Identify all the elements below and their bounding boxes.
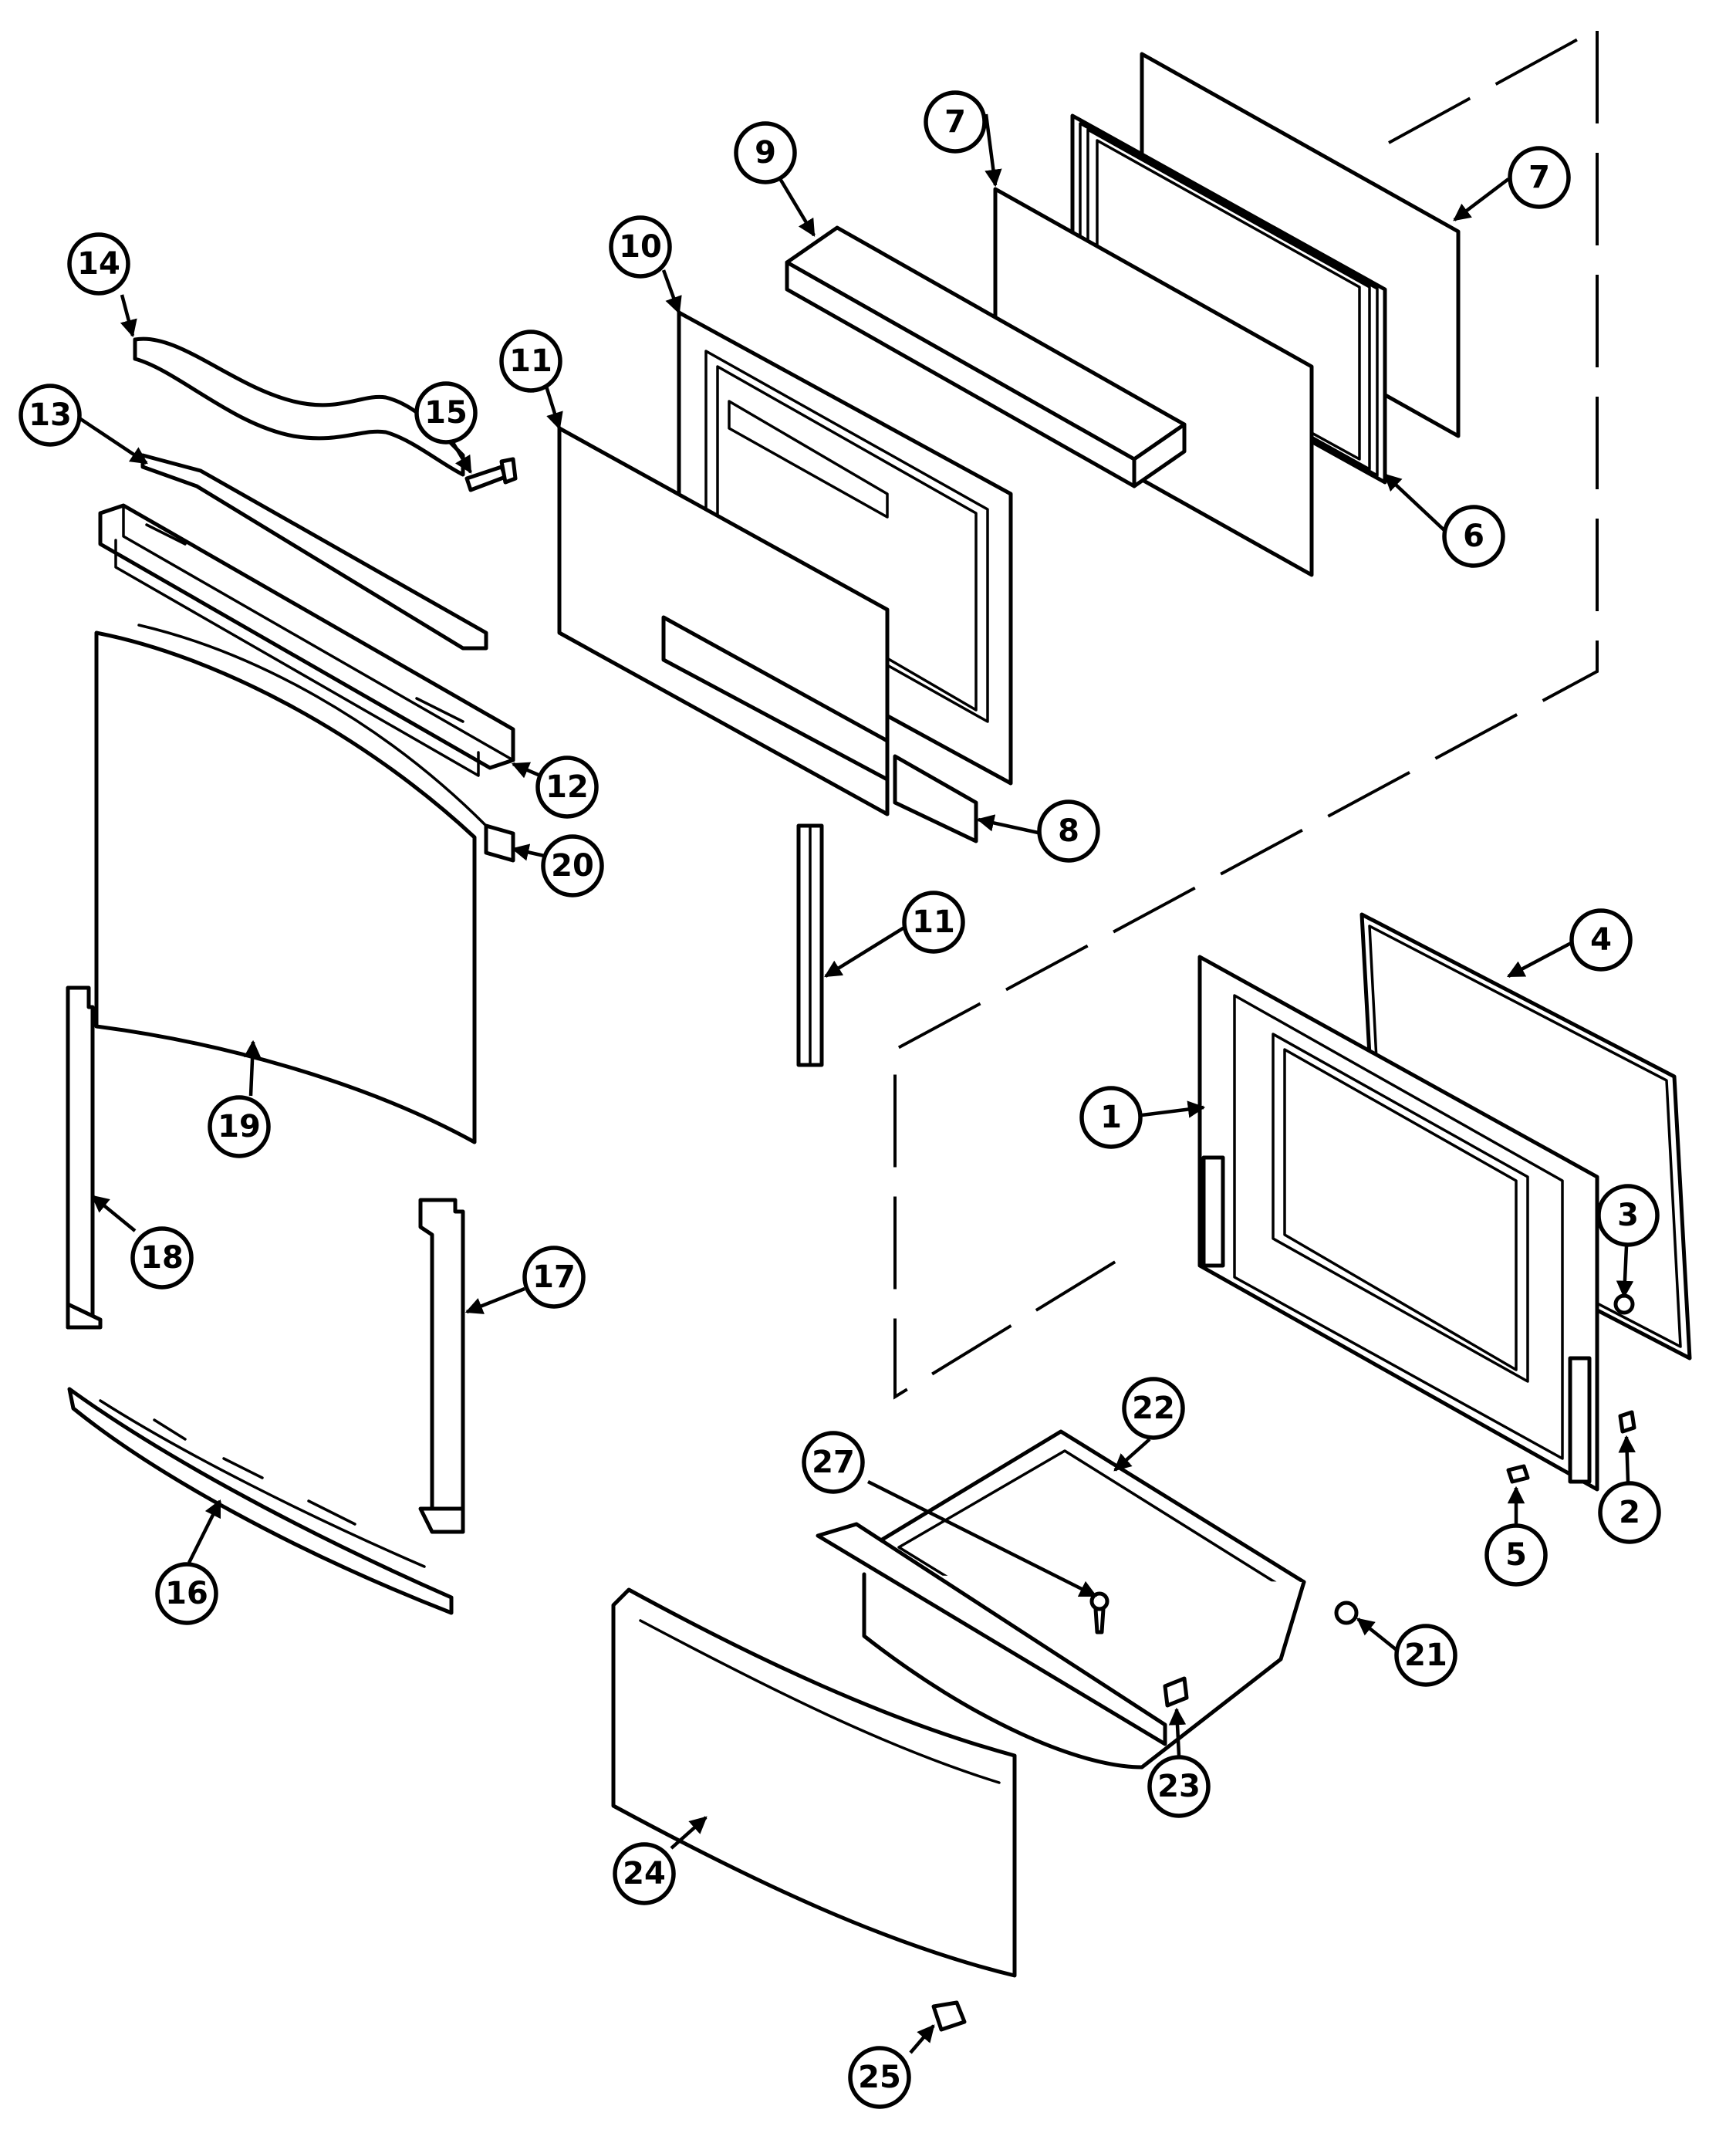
callout-14: 13 — [19, 384, 82, 447]
callout-16: 15 — [414, 381, 478, 445]
svg-text:6: 6 — [1463, 519, 1484, 554]
svg-text:21: 21 — [1404, 1638, 1447, 1673]
callout-11: 11 — [499, 330, 562, 393]
part-door-handle — [133, 336, 465, 477]
part-bumper-3 — [1613, 1293, 1635, 1315]
callout-17: 16 — [155, 1562, 218, 1625]
svg-text:2: 2 — [1619, 1495, 1640, 1530]
callout-27: 27 — [802, 1431, 865, 1494]
svg-text:24: 24 — [623, 1856, 666, 1891]
svg-text:10: 10 — [619, 229, 662, 265]
callout-18: 17 — [522, 1246, 586, 1309]
part-door-trim — [661, 615, 978, 843]
callout-24: 23 — [1147, 1755, 1211, 1818]
part-screw-22 — [1334, 1601, 1359, 1625]
svg-text:14: 14 — [77, 246, 120, 282]
part-leveler-26 — [931, 2000, 967, 2032]
svg-text:11: 11 — [912, 904, 955, 940]
part-screw-16 — [464, 457, 518, 492]
svg-text:4: 4 — [1590, 922, 1612, 958]
svg-text:25: 25 — [858, 2060, 901, 2095]
callout-3: 3 — [1596, 1184, 1660, 1247]
callout-26: 25 — [848, 2046, 911, 2109]
callout-10: 10 — [609, 215, 672, 279]
callout-8: 8 — [1037, 799, 1100, 863]
callout-23: 22 — [1122, 1377, 1185, 1440]
part-bottom-trim — [67, 1387, 454, 1615]
callout-9: 9 — [734, 121, 797, 184]
svg-text:7: 7 — [1528, 160, 1550, 195]
callout-7a: 7 — [924, 90, 987, 154]
svg-text:15: 15 — [424, 395, 468, 431]
svg-text:13: 13 — [29, 397, 72, 433]
part-control-panel — [98, 503, 515, 777]
svg-text:19: 19 — [218, 1109, 261, 1144]
callout-25: 24 — [613, 1842, 676, 1905]
part-right-side-trim — [418, 1198, 465, 1534]
part-door-side-trim — [796, 823, 824, 1067]
callout-5: 5 — [1484, 1523, 1548, 1587]
callout-6: 6 — [1442, 505, 1505, 568]
svg-text:3: 3 — [1617, 1198, 1639, 1233]
callout-22: 21 — [1394, 1624, 1457, 1687]
svg-text:9: 9 — [755, 135, 776, 171]
part-clip-2 — [1618, 1410, 1636, 1434]
svg-text:23: 23 — [1157, 1769, 1201, 1804]
svg-text:16: 16 — [165, 1576, 208, 1611]
callout-21: 20 — [541, 834, 604, 897]
part-door-frame — [1197, 955, 1599, 1492]
leader-lines — [76, 113, 1636, 2054]
svg-text:20: 20 — [551, 848, 594, 884]
part-screw-27 — [1089, 1591, 1109, 1634]
callout-20: 19 — [208, 1095, 271, 1158]
part-outer-door-panel — [94, 624, 488, 1144]
svg-text:1: 1 — [1100, 1100, 1122, 1135]
svg-text:7: 7 — [944, 104, 966, 140]
callout-7b: 7 — [1508, 146, 1571, 209]
part-left-side-trim — [66, 985, 103, 1330]
callout-2: 2 — [1598, 1481, 1661, 1544]
callout-15: 14 — [67, 232, 130, 296]
part-vent-trim — [140, 453, 488, 651]
part-insulation — [785, 225, 1187, 488]
svg-text:11: 11 — [509, 343, 552, 379]
part-drawer-tray — [816, 1429, 1306, 1770]
svg-text:18: 18 — [140, 1240, 184, 1276]
callout-13: 12 — [535, 756, 599, 819]
callout-12: 11 — [902, 891, 965, 954]
svg-text:27: 27 — [812, 1445, 855, 1480]
part-spacer-5 — [1506, 1464, 1530, 1484]
callout-19: 18 — [130, 1226, 194, 1290]
callout-1: 1 — [1079, 1086, 1143, 1149]
svg-text:8: 8 — [1058, 813, 1079, 849]
part-trim-strip — [484, 823, 515, 863]
svg-text:22: 22 — [1132, 1391, 1175, 1426]
svg-text:12: 12 — [545, 769, 589, 805]
part-drawer-front — [611, 1587, 1017, 1978]
svg-text:5: 5 — [1505, 1537, 1527, 1573]
callout-4: 4 — [1569, 908, 1633, 972]
part-pad-24 — [1163, 1676, 1189, 1708]
svg-text:17: 17 — [532, 1259, 576, 1295]
